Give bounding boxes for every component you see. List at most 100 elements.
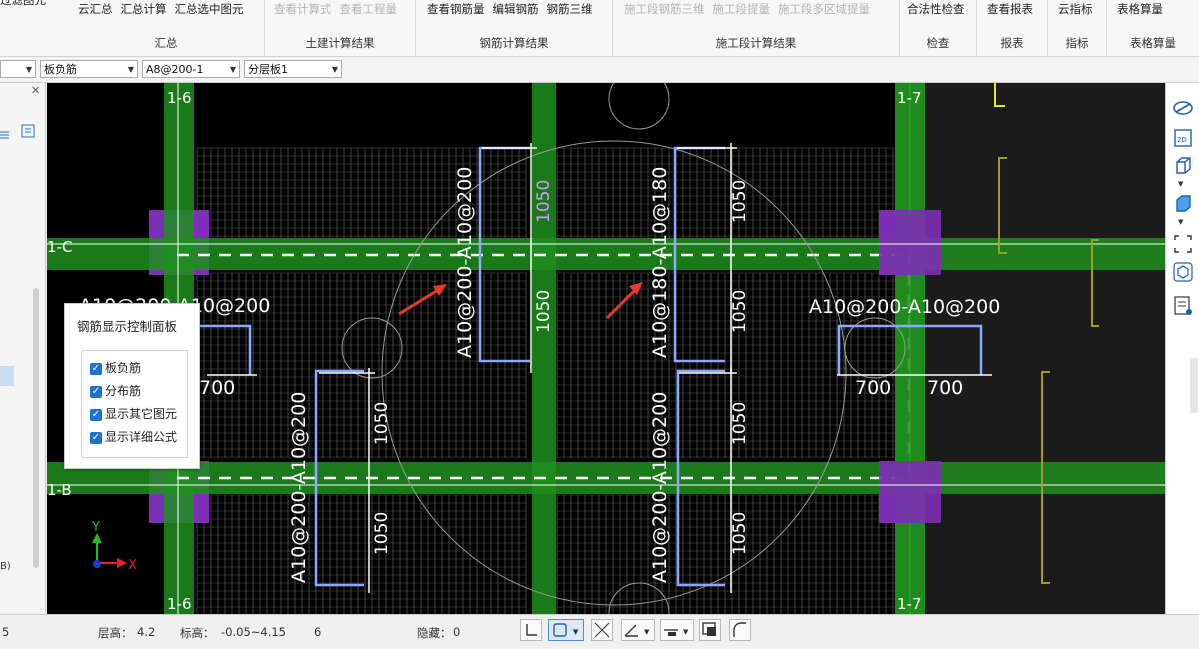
table-quantity-button[interactable]: 表格算量 (1117, 2, 1163, 16)
close-icon[interactable]: ✕ (31, 84, 41, 97)
panel-scrollbar[interactable] (33, 288, 39, 568)
partial-combo[interactable]: ▼ (0, 60, 36, 78)
component-view-icon[interactable] (1172, 261, 1193, 282)
ribbon-group-table: 表格算量 表格算量 (1107, 0, 1199, 56)
red-arrow (398, 284, 447, 316)
ribbon-toolbar: 过滤图元 云汇总汇总计算汇总选中图元 汇总 查看计算式查看工程量 土建计算结果 … (0, 0, 1199, 57)
status-value: 5 (2, 625, 10, 639)
ribbon-group-civil: 查看计算式查看工程量 土建计算结果 (265, 0, 416, 56)
selected-row[interactable] (0, 366, 14, 386)
checkbox-checked-icon[interactable]: ✓ (90, 431, 102, 444)
option-slab-negative-rebar[interactable]: ✓板负筋 (90, 359, 141, 377)
axis-label: 1-6 (167, 89, 192, 107)
option-label: 显示详细公式 (105, 430, 178, 444)
checkbox-checked-icon[interactable]: ✓ (90, 408, 102, 421)
element-type-select[interactable]: 板负筋▼ (40, 60, 138, 78)
ribbon-group-rebar: 查看钢筋量编辑钢筋钢筋三维 钢筋计算结果 (416, 0, 613, 56)
floor-height-label: 层高： (98, 626, 133, 640)
offset-icon[interactable]: ▼ (660, 619, 694, 641)
svg-text:▼: ▼ (683, 628, 689, 636)
option-distribution-rebar[interactable]: ✓分布筋 (90, 382, 141, 400)
ribbon-group-check: 合法性检查 检查 (900, 0, 977, 56)
2d-view-icon[interactable]: 2D (1172, 127, 1192, 147)
cross-snap-icon[interactable] (591, 619, 613, 641)
drawing-canvas[interactable]: 1-6 1-7 1-6 1-7 1-C 1-B 1-7 A10@200-A10@… (47, 83, 1165, 614)
red-arrow (605, 282, 643, 320)
ribbon-partial-label: 过滤图元 (0, 0, 46, 7)
solid-view-icon[interactable] (1172, 193, 1192, 213)
list-view-icon[interactable] (0, 125, 10, 139)
ribbon-group-label: 钢筋计算结果 (479, 36, 549, 50)
rebar-outline[interactable] (676, 369, 725, 587)
beam-horizontal[interactable] (925, 462, 1165, 494)
view-rebar-button[interactable]: 查看钢筋量 (427, 2, 485, 16)
chevron-down-icon[interactable]: ▼ (1178, 180, 1184, 188)
checkbox-checked-icon[interactable]: ✓ (90, 385, 102, 398)
cad-viewport[interactable]: 1-6 1-7 1-6 1-7 1-C 1-B 1-7 A10@200-A10@… (47, 83, 1165, 614)
navigation-slider[interactable] (1190, 358, 1198, 413)
section-multi-quantity-button[interactable]: 施工段多区域提量 (778, 2, 870, 16)
column[interactable] (879, 461, 941, 523)
properties-view-icon[interactable] (1172, 295, 1192, 315)
svg-text:▼: ▼ (644, 628, 650, 636)
arc-icon[interactable] (729, 619, 751, 641)
dimension-bracket (1091, 239, 1099, 327)
rotate-view-icon[interactable] (1172, 97, 1193, 117)
rebar-3d-button[interactable]: 钢筋三维 (546, 2, 593, 16)
summary-calc-button[interactable]: 汇总计算 (120, 2, 167, 16)
dimension-bracket (1041, 371, 1050, 584)
rebar-spec-select[interactable]: A8@200-1▼ (142, 60, 240, 78)
view-toolbar: 2D ▼ ▼ (1165, 83, 1199, 614)
chevron-down-icon: ▼ (127, 65, 134, 74)
dimension-text: 1050 (730, 290, 750, 333)
rebar-outline[interactable] (314, 369, 364, 587)
ribbon-group-label: 表格算量 (1130, 36, 1176, 50)
dimension-text: 700 (199, 377, 235, 399)
rebar-outline[interactable] (837, 324, 983, 375)
legality-check-button[interactable]: 合法性检查 (907, 2, 965, 16)
angle-icon[interactable]: ▼ (621, 619, 655, 641)
floor-height-value: 4.2 (137, 625, 156, 639)
object-snap-icon[interactable]: ▼ (548, 619, 584, 641)
chevron-down-icon[interactable]: ▼ (1178, 218, 1184, 226)
view-quantity-button[interactable]: 查看工程量 (339, 2, 398, 16)
display-icon[interactable] (699, 619, 721, 641)
checkbox-checked-icon[interactable]: ✓ (90, 362, 102, 375)
section-rebar-3d-button[interactable]: 施工段钢筋三维 (624, 2, 705, 16)
dimension-text: 1050 (534, 290, 554, 333)
edit-rebar-button[interactable]: 编辑钢筋 (492, 2, 539, 16)
layer-select[interactable]: 分层板1▼ (244, 60, 342, 78)
3d-view-icon[interactable] (1172, 155, 1192, 175)
beam-vertical[interactable] (532, 83, 556, 614)
section-quantity-button[interactable]: 施工段提量 (712, 2, 771, 16)
orthogonal-icon[interactable] (520, 619, 542, 641)
ribbon-group-label: 土建计算结果 (305, 36, 375, 50)
dimension-line (679, 368, 737, 593)
option-show-other-elements[interactable]: ✓显示其它图元 (90, 405, 177, 423)
detail-view-icon[interactable] (21, 123, 35, 138)
beam-vertical[interactable] (895, 83, 925, 614)
summary-selected-button[interactable]: 汇总选中图元 (174, 2, 244, 16)
option-label: 板负筋 (105, 361, 142, 375)
view-formula-button[interactable]: 查看计算式 (274, 2, 332, 16)
svg-text:▼: ▼ (573, 628, 579, 636)
axis-label: 1-7 (897, 89, 922, 107)
beam-horizontal[interactable] (925, 238, 1165, 270)
hidden-value: 0 (453, 625, 461, 639)
ribbon-group-label: 报表 (1000, 36, 1024, 50)
axis-label: 1-7 (897, 595, 922, 613)
dimension-bracket (998, 157, 1007, 254)
view-report-button[interactable]: 查看报表 (987, 2, 1033, 16)
cloud-index-button[interactable]: 云指标 (1058, 2, 1093, 16)
axis-x-label: X (128, 558, 137, 573)
frame-select-icon[interactable] (1172, 233, 1192, 253)
option-show-detailed-formula[interactable]: ✓显示详细公式 (90, 428, 177, 446)
cloud-summary-button[interactable]: 云汇总 (78, 2, 113, 16)
column[interactable] (879, 210, 941, 275)
dimension-text: 1050 (372, 402, 392, 445)
ribbon-group-label: 汇总 (154, 36, 178, 50)
dimension-text: 1050 (534, 180, 554, 223)
layer-value: 分层板1 (248, 63, 288, 76)
rebar-label: A10@180-A10@180 (649, 167, 671, 358)
dimension-text: 1050 (730, 180, 750, 223)
